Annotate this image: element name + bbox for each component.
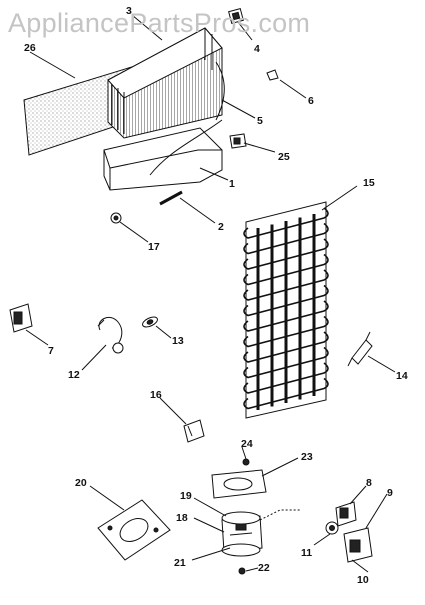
part-label-12: 12: [68, 369, 80, 381]
part-label-25: 25: [278, 151, 290, 163]
part-label-23: 23: [301, 451, 313, 463]
small-clip-part: [266, 69, 279, 81]
part-label-17: 17: [148, 241, 160, 253]
part-label-18: 18: [176, 512, 188, 524]
mounting-bracket-part: [183, 419, 205, 443]
watermark-text: AppliancePartsPros.com: [8, 8, 311, 38]
part-label-11: 11: [301, 547, 312, 559]
wire-harness-part: [97, 317, 124, 354]
base-plate-part: [97, 499, 171, 561]
grommet-part: [142, 316, 158, 328]
tube-part: [159, 190, 183, 206]
foot-part: [238, 567, 246, 575]
drain-pan-part: [103, 61, 225, 191]
overload-part: [343, 527, 373, 563]
part-label-9: 9: [387, 487, 393, 499]
part-label-5: 5: [257, 115, 263, 127]
part-label-19: 19: [180, 490, 192, 502]
part-labels: 3 26 4 6 5 25 1 15 2 17 7 13 12 14 16 24…: [24, 5, 408, 586]
part-label-2: 2: [218, 221, 224, 233]
nut-part: [110, 212, 122, 224]
part-label-14: 14: [396, 370, 408, 382]
part-label-15: 15: [363, 177, 375, 189]
part-label-7: 7: [48, 345, 54, 357]
part-label-20: 20: [75, 477, 87, 489]
cover-part: [325, 521, 339, 535]
part-label-26: 26: [24, 42, 36, 54]
part-label-21: 21: [174, 557, 186, 569]
part-label-6: 6: [308, 95, 314, 107]
part-label-10: 10: [357, 574, 369, 586]
part-label-8: 8: [366, 477, 372, 489]
mounting-pad-part: [211, 469, 267, 499]
part-label-22: 22: [258, 562, 270, 574]
compressor-part: [221, 509, 300, 557]
part-label-13: 13: [172, 335, 184, 347]
drier-part: [347, 331, 373, 367]
relay-bracket-part: [9, 303, 33, 333]
relay-part: [335, 501, 357, 527]
part-label-3: 3: [126, 5, 132, 17]
part-label-16: 16: [150, 389, 162, 401]
evaporator-part: [107, 27, 223, 139]
part-label-24: 24: [241, 438, 253, 450]
condenser-coil-part: [243, 201, 329, 419]
leader-lines: [25, 14, 396, 573]
part-label-1: 1: [229, 178, 235, 190]
clip-part: [228, 8, 244, 24]
bracket-part: [229, 133, 247, 149]
part-label-4: 4: [254, 43, 260, 55]
bolt-part: [242, 458, 250, 466]
